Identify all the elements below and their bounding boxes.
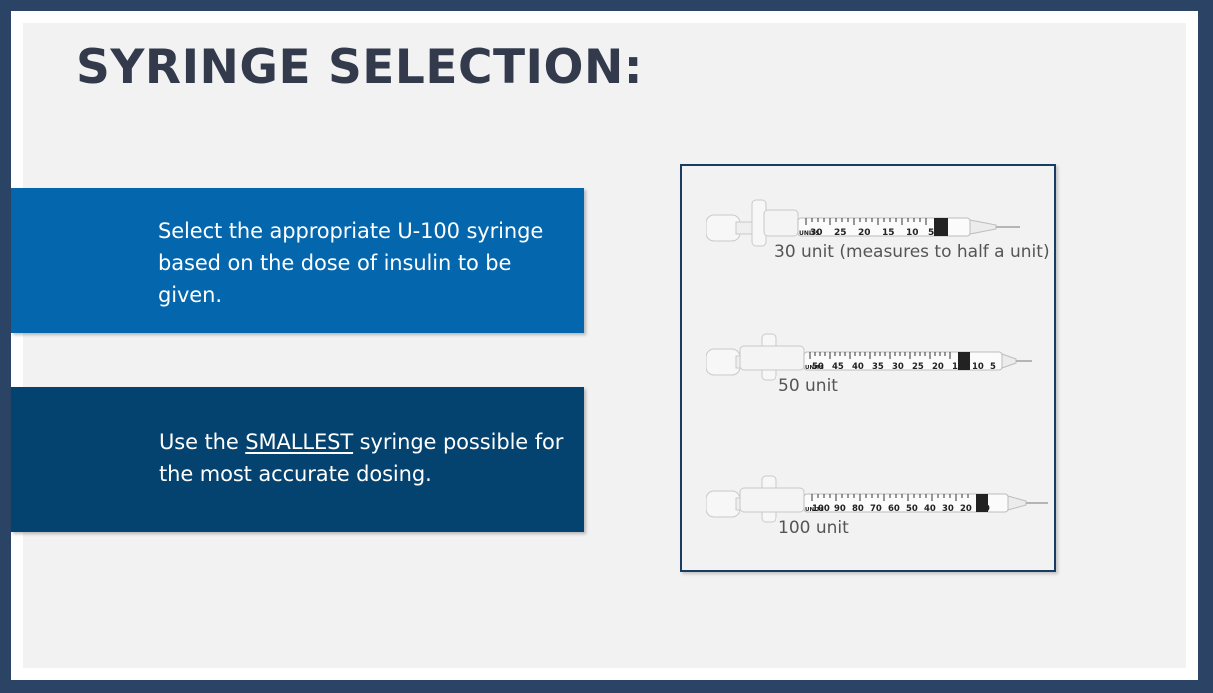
syringe-scale-label: 15: [882, 228, 895, 238]
syringe-100-unit-image: UNITS 100 90 80 70 60 50 40 30 20 10: [706, 475, 1048, 523]
syringe-scale-label: 5: [990, 362, 996, 372]
syringe-scale-label: 45: [832, 362, 844, 372]
syringe-scale-label: 50: [812, 362, 824, 372]
syringe-scale-label: 10: [906, 228, 919, 238]
syringe-scale-label: 100: [812, 504, 830, 514]
syringe-scale-label: 25: [834, 228, 847, 238]
syringe-scale-label: 50: [906, 504, 918, 514]
syringe-scale-label: 80: [852, 504, 864, 514]
syringe-scale-label: 70: [870, 504, 882, 514]
syringe-scale-label: 20: [932, 362, 944, 372]
syringe-scale-label: 15: [952, 362, 964, 372]
syringe-panel: UNITS 30 25 20 15 10 5 30 unit (measures…: [680, 164, 1056, 572]
syringe-scale-label: 40: [852, 362, 864, 372]
syringe-scale-label: 20: [858, 228, 871, 238]
info-box-smallest: Use the SMALLEST syringe possible for th…: [11, 387, 584, 532]
syringe-scale-label: 10: [972, 362, 984, 372]
syringe-scale-label: 10: [978, 504, 990, 514]
syringe-units-text: UNITS: [805, 365, 824, 371]
syringe-scale-label: 35: [872, 362, 884, 372]
info-text-after: syringe possible for the most accurate d…: [159, 430, 564, 486]
syringe-scale-label: 40: [924, 504, 936, 514]
syringe-scale-label: 20: [960, 504, 972, 514]
info-text-before: Use the: [159, 430, 246, 454]
info-text-select: Select the appropriate U-100 syringe bas…: [158, 219, 544, 307]
syringe-50-unit-image: UNITS 50 45 40 35 30 25 20 15 10 5: [706, 333, 1032, 381]
syringe-scale-label: 30: [942, 504, 954, 514]
info-box-select: Select the appropriate U-100 syringe bas…: [11, 188, 584, 333]
syringe-50-unit-label: 50 unit: [776, 376, 838, 396]
syringe-scale-label: 90: [834, 504, 846, 514]
info-text-emphasis: SMALLEST: [245, 430, 354, 454]
syringe-units-text: UNITS: [805, 507, 824, 513]
syringe-scale-label: 60: [888, 504, 900, 514]
syringe-scale-label: 5: [928, 228, 934, 238]
slide-title: SYRINGE SELECTION:: [76, 40, 644, 95]
syringe-100-unit-label: 100 unit: [776, 518, 849, 538]
syringe-units-text: UNITS: [799, 230, 820, 237]
info-text-smallest: Use the SMALLEST syringe possible for th…: [159, 426, 569, 490]
syringe-scale-label: 30: [810, 228, 823, 238]
syringe-30-unit-label: 30 unit (measures to half a unit): [772, 242, 1050, 262]
syringe-scale-label: 30: [892, 362, 904, 372]
syringe-30-unit-image: UNITS 30 25 20 15 10 5: [706, 199, 1020, 247]
syringe-scale-label: 25: [912, 362, 924, 372]
